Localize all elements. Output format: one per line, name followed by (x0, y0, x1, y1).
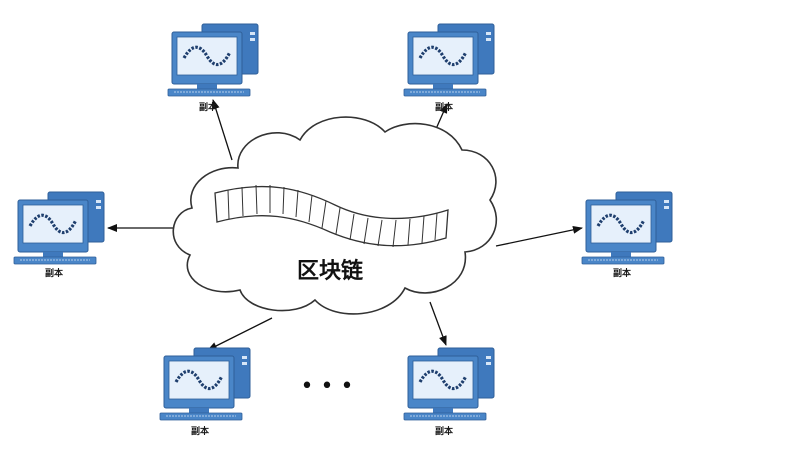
node-top-left: 副本 (166, 22, 260, 113)
computer-icon (402, 346, 496, 422)
node-label: 副本 (191, 425, 210, 437)
computer-icon (12, 190, 106, 266)
ellipsis: • • • (301, 374, 354, 399)
edge-to-right (495, 225, 583, 247)
node-left: 副本 (12, 190, 106, 279)
computer-icon (166, 22, 260, 98)
edge-to-bottom-right (429, 301, 447, 346)
computer-icon (158, 346, 252, 422)
cloud-label: 区块链 (297, 258, 363, 284)
node-top-right: 副本 (402, 22, 496, 113)
edge-to-top-left (211, 99, 233, 161)
node-label: 副本 (435, 425, 454, 437)
node-bottom-left: 副本 (158, 346, 252, 437)
node-label: 副本 (435, 101, 454, 113)
computer-icon (580, 190, 674, 266)
node-label: 副本 (613, 267, 632, 279)
edge-to-bottom-left (207, 317, 273, 351)
node-right: 副本 (580, 190, 674, 279)
node-label: 副本 (199, 101, 218, 113)
computer-icon (402, 22, 496, 98)
chain-band (214, 184, 449, 248)
node-label: 副本 (45, 267, 64, 279)
node-bottom-right: 副本 (402, 346, 496, 437)
